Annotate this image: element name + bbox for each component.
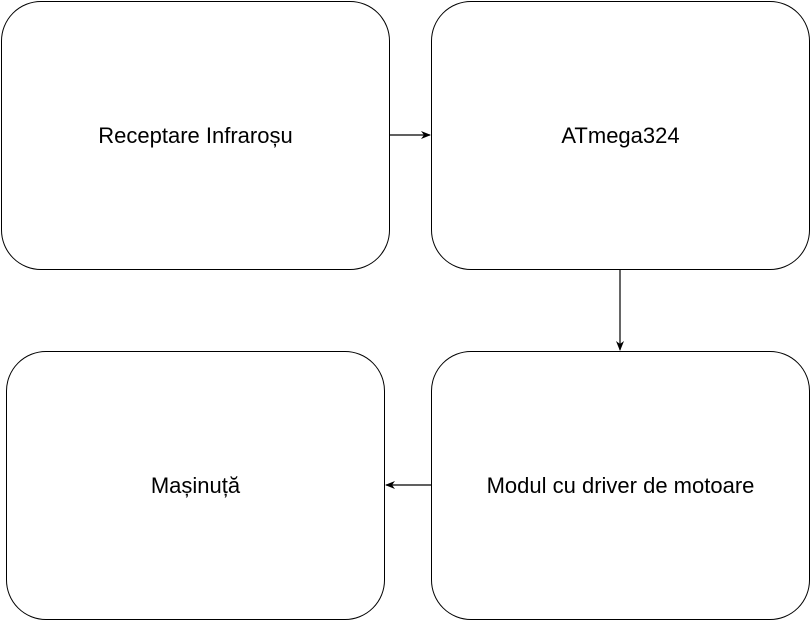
node-atmega324: ATmega324 [431, 1, 810, 270]
node-modul-driver-motoare: Modul cu driver de motoare [431, 351, 810, 620]
node-receptare-infrarosu: Receptare Infraroșu [1, 1, 390, 270]
node-label: ATmega324 [561, 122, 680, 148]
node-label: Receptare Infraroșu [98, 122, 293, 148]
node-label: Modul cu driver de motoare [486, 472, 755, 498]
node-masinuta: Mașinuță [6, 351, 385, 620]
node-label: Mașinuță [150, 472, 241, 498]
